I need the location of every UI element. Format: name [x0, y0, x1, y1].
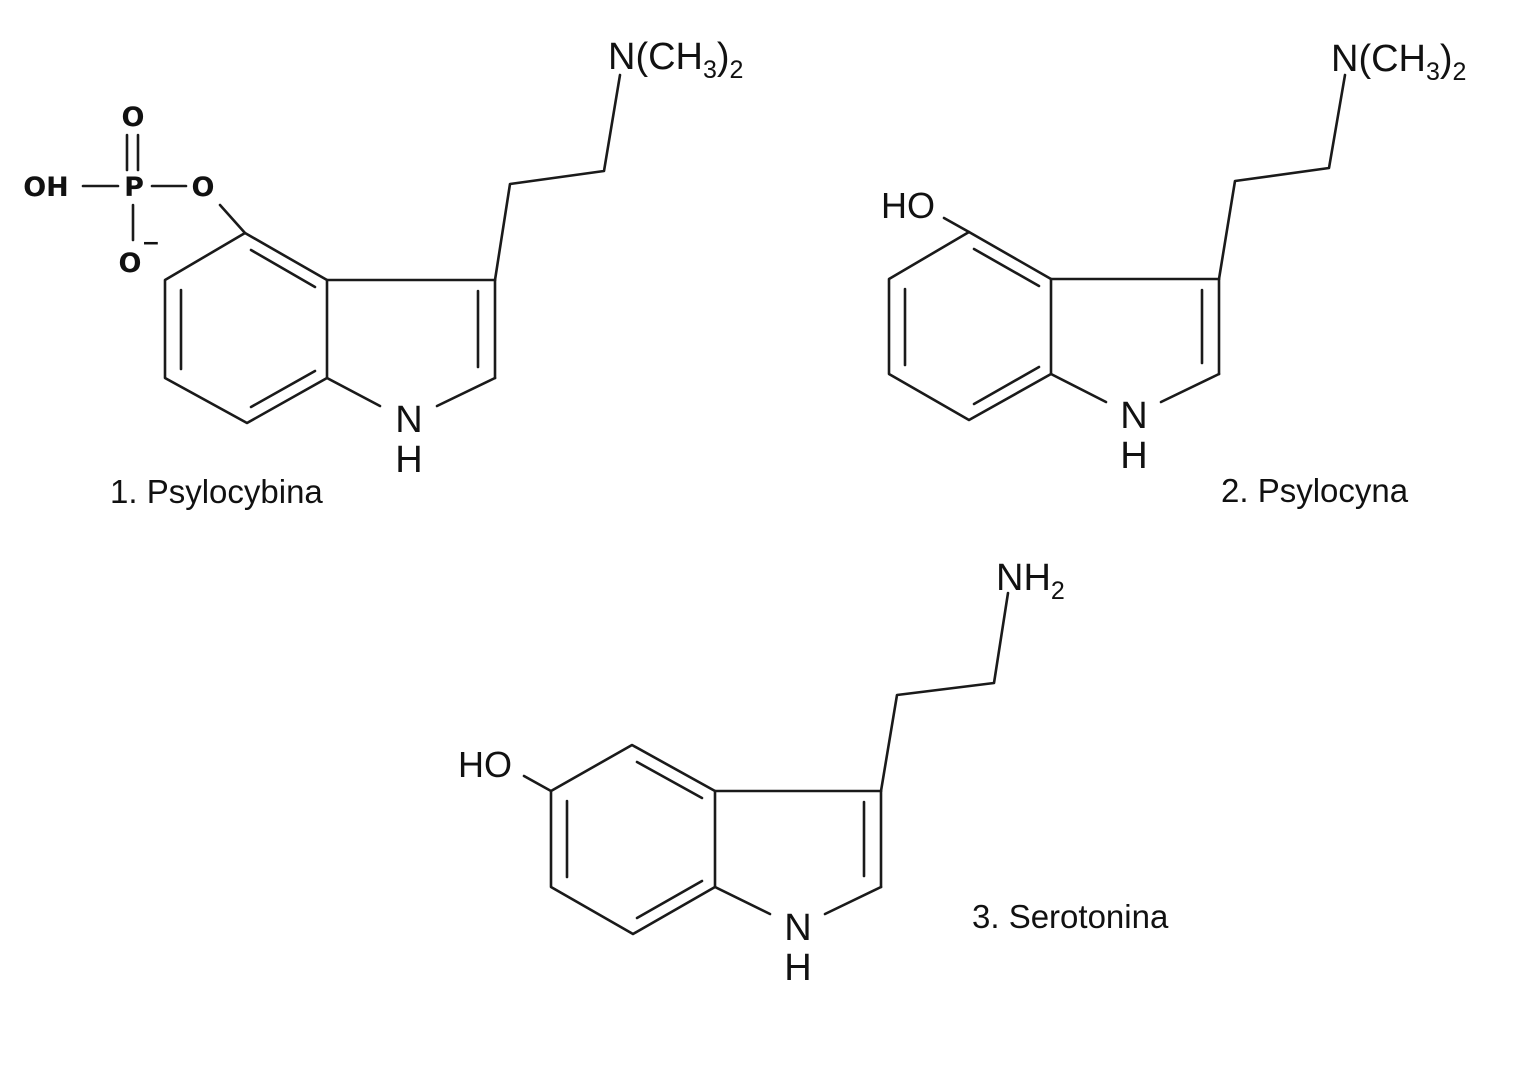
molecule-1-amine-label: N(CH3)2 — [608, 36, 743, 84]
molecule-3-amine-label: NH2 — [996, 557, 1065, 605]
molecule-3-ring-nitrogen: N — [784, 907, 811, 949]
molecule-3-serotonin: NH2 HO N H 3. Serotonina — [458, 557, 1169, 989]
molecule-2-bonds — [887, 73, 1347, 422]
molecule-2-hydroxyl-label: HO — [881, 185, 935, 226]
molecule-3-hydroxyl-label: HO — [458, 744, 512, 785]
molecule-1-caption: 1. Psylocybina — [110, 473, 323, 510]
phosphate-hydroxyl: OH — [23, 172, 69, 203]
molecule-3-caption: 3. Serotonina — [972, 898, 1169, 935]
molecule-1-bonds — [81, 73, 622, 425]
molecule-2-ring-hydrogen: H — [1120, 435, 1147, 477]
molecule-1-ring-hydrogen: H — [395, 439, 422, 481]
molecule-3-bonds — [522, 591, 1010, 936]
molecule-2-ring-nitrogen: N — [1120, 395, 1147, 437]
molecule-2-caption: 2. Psylocyna — [1221, 472, 1409, 509]
molecule-3-ring-hydrogen: H — [784, 947, 811, 989]
negative-charge-sign: − — [142, 231, 160, 256]
molecule-2-psilocin: N(CH3)2 HO N H 2. Psylocyna — [881, 38, 1466, 509]
molecule-2-atom-labels: N(CH3)2 HO N H — [881, 38, 1466, 477]
molecule-1-atom-labels: N(CH3)2 N H OH P O O O − — [23, 36, 743, 481]
molecule-1-ring-nitrogen: N — [395, 399, 422, 441]
phosphate-ester-oxygen: O — [192, 172, 215, 203]
molecule-1-psilocybin: N(CH3)2 N H OH P O O O − 1. Psylocybina — [23, 36, 743, 510]
phosphate-double-oxygen: O — [122, 102, 145, 133]
molecule-2-amine-label: N(CH3)2 — [1331, 38, 1466, 86]
phosphorus-atom: P — [124, 172, 144, 203]
molecule-3-atom-labels: NH2 HO N H — [458, 557, 1065, 989]
phosphate-anion-oxygen: O — [119, 248, 142, 279]
